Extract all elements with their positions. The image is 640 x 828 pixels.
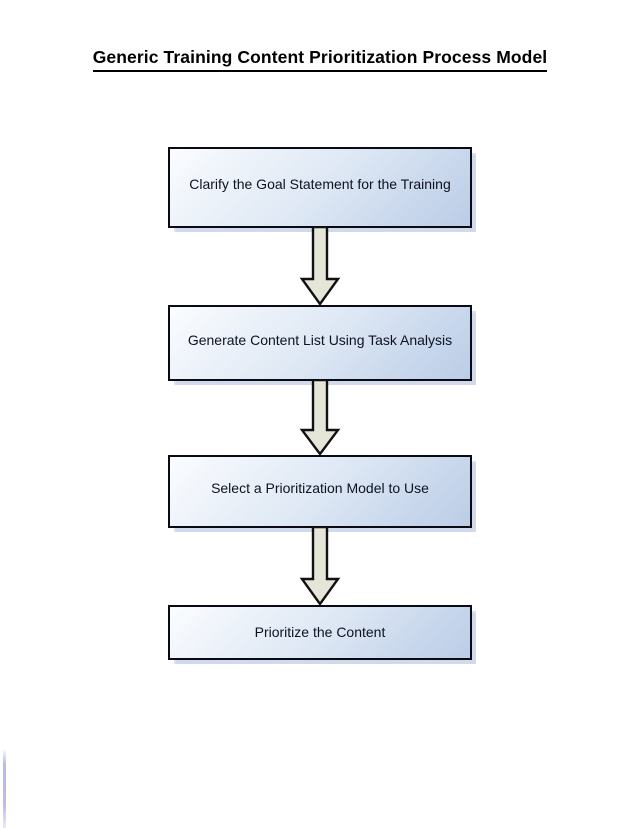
- down-arrow-icon-step1-to-step2: [294, 227, 346, 306]
- page-edge-artifact: [3, 750, 6, 828]
- flow-node-label: Generate Content List Using Task Analysi…: [187, 331, 453, 348]
- flow-node-label: Prioritize the Content: [254, 624, 386, 641]
- flow-node-label: Clarify the Goal Statement for the Train…: [189, 176, 451, 193]
- flow-node-label: Select a Prioritization Model to Use: [211, 480, 429, 497]
- flow-node-step-4[interactable]: Prioritize the Content: [168, 605, 472, 660]
- flow-node-step-1[interactable]: Clarify the Goal Statement for the Train…: [168, 147, 472, 228]
- flow-node-step-2[interactable]: Generate Content List Using Task Analysi…: [168, 305, 472, 381]
- page-title-text: Generic Training Content Prioritization …: [92, 47, 548, 72]
- down-arrow-icon-step2-to-step3: [294, 380, 346, 456]
- flow-node-step-3[interactable]: Select a Prioritization Model to Use: [168, 455, 472, 528]
- down-arrow-icon-step3-to-step4: [294, 527, 346, 606]
- page-title: Generic Training Content Prioritization …: [0, 47, 640, 72]
